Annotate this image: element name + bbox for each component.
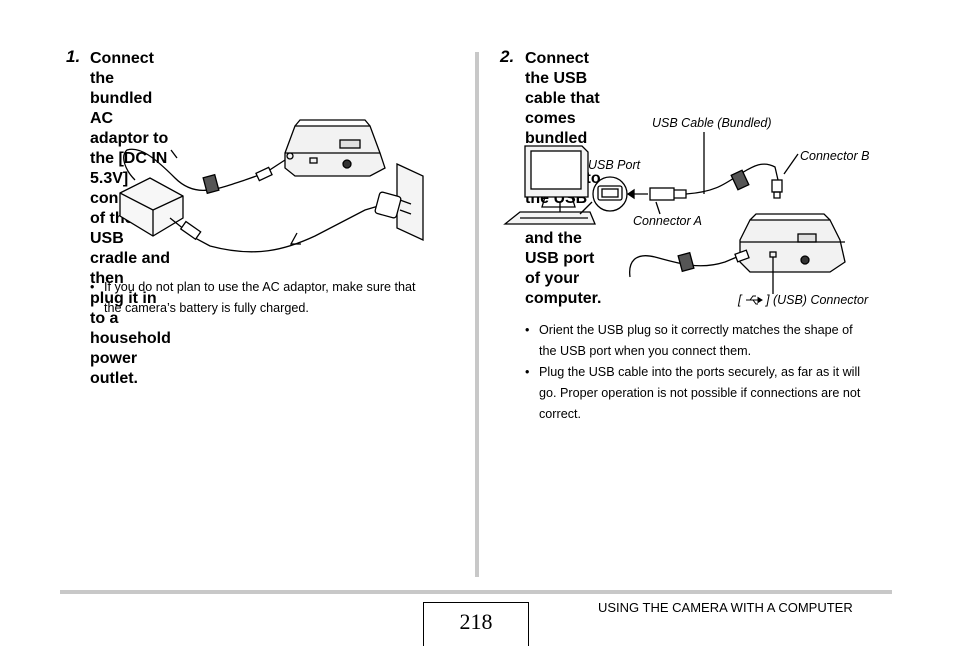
step-2-bullets: Orient the USB plug so it correctly matc… (525, 320, 900, 425)
step-1-bullets: If you do not plan to use the AC adaptor… (90, 277, 465, 319)
usb-connector-open-label: [ (737, 293, 743, 307)
bullet-line: Plug the USB cable into the ports secure… (539, 365, 861, 379)
step-1-line: Connect the bundled AC adaptor to the [D… (90, 50, 169, 167)
usb-cable-label: USB Cable (Bundled) (652, 116, 772, 130)
column-divider (475, 52, 479, 577)
connector-b-label: Connector B (800, 149, 869, 163)
step-2-number: 2. (500, 47, 515, 66)
step-2-line: USB port of your computer. (525, 250, 602, 307)
section-title: USING THE CAMERA WITH A COMPUTER (598, 600, 853, 615)
bullet-line: Orient the USB plug so it correctly matc… (539, 323, 853, 337)
step-1-number: 1. (66, 47, 81, 66)
bullet-item: Orient the USB plug so it correctly matc… (525, 320, 900, 362)
bullet-line: If you do not plan to use the AC adaptor… (104, 280, 416, 294)
usb-connector-label: ] (USB) Connector (764, 293, 869, 307)
usb-connection-diagram: USB Cable (Bundled) Connector B USB Port… (503, 116, 869, 307)
bullet-item: Plug the USB cable into the ports secure… (525, 362, 900, 425)
usb-port-label: USB Port (588, 158, 641, 172)
bullet-line: correct. (539, 407, 581, 421)
bullet-line: go. Proper operation is not possible if … (539, 386, 861, 400)
ac-adaptor-diagram (119, 119, 424, 253)
usb-symbol-icon (746, 295, 763, 305)
bullet-line: the camera’s battery is fully charged. (104, 301, 309, 315)
page-number: 218 (423, 602, 529, 646)
step-2-line: Connect the USB cable that comes bundled (525, 50, 600, 147)
connector-a-label: Connector A (633, 214, 702, 228)
bullet-line: the USB port when you connect them. (539, 344, 752, 358)
footer-rule (60, 590, 892, 594)
bullet-item: If you do not plan to use the AC adaptor… (90, 277, 465, 319)
